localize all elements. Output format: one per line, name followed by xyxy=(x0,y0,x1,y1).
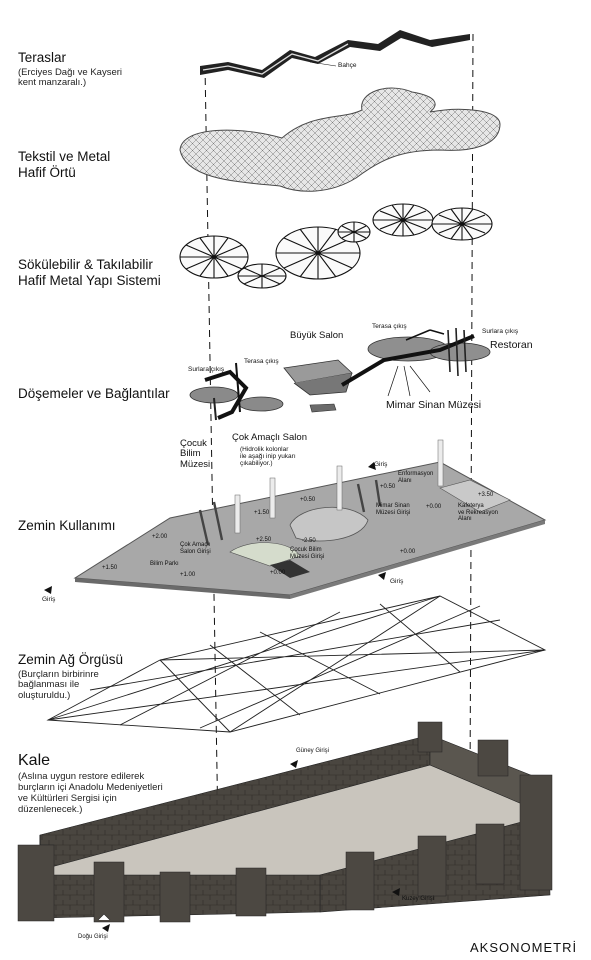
callout-dogu-girisi: Doğu Girişi xyxy=(78,934,108,940)
subtitle-line: (Erciyes Dağı ve Kayseri xyxy=(18,66,123,78)
subtitle-line: (Burçların birbirinre xyxy=(18,668,99,680)
callout-cok-amacli-girisi: Çok Amaçlı Salon Girişi xyxy=(180,542,211,555)
layer-zemin-kullanimi-title: Zemin Kullanımı xyxy=(18,518,116,533)
layer-kale: Kale (Aslına uygun restore edilerek burç… xyxy=(18,752,163,816)
callout-line: (Hidrolik kolonlar xyxy=(240,446,289,453)
callout-line: Alanı xyxy=(458,516,472,523)
elevation-label: +1.50 xyxy=(102,565,118,571)
elevation-label: +0.50 xyxy=(380,484,396,490)
callout-line: Salon Girişi xyxy=(180,548,211,555)
layer-sokulebilir: Sökülebilir & Takılabilir Hafif Metal Ya… xyxy=(18,257,161,288)
callout-line: çıkabiliyor.) xyxy=(240,460,273,468)
bahce-leader xyxy=(309,61,337,67)
callout-line: Enformasyon xyxy=(398,471,434,477)
callout-mimar-sinan-muzesi: Mimar Sinan Müzesi xyxy=(386,399,482,411)
entrance-arrows xyxy=(44,462,400,932)
callout-cocuk-bilim-muzesi: Çocuk Bilim Müzesi xyxy=(180,438,211,470)
callout-line: Çok Amaçlı xyxy=(180,542,211,548)
callout-line: Müzesi Girişi xyxy=(290,553,325,560)
callout-giris-left: Giriş xyxy=(42,596,56,603)
fabric-canopy xyxy=(179,87,501,192)
callout-line: Müzesi Girişi xyxy=(376,509,411,516)
callout-line: ve Rekreasyon xyxy=(458,509,499,516)
callout-terasa-cikis-left: Terasa çıkış xyxy=(244,358,279,365)
elevation-label: +2.50 xyxy=(256,537,272,543)
callout-line: Bilim xyxy=(180,448,201,460)
layer-teraslar: Teraslar (Erciyes Dağı ve Kayseri kent m… xyxy=(18,50,122,89)
elevation-label: +2.00 xyxy=(152,534,168,540)
layer-zemin-ag-subtitle: (Burçların birbirinre bağlanması ile olu… xyxy=(18,668,123,703)
layer-zemin-kullanimi: Zemin Kullanımı xyxy=(18,518,116,534)
geodesic-domes xyxy=(179,203,493,289)
callout-guney-girisi: Güney Girişi xyxy=(296,748,330,754)
callout-surlara-cikis-left: Surlara çıkış xyxy=(188,366,225,373)
ground-use-plate xyxy=(73,439,547,599)
elevation-label: +1.00 xyxy=(180,572,196,578)
callout-bahce: Bahçe xyxy=(338,62,357,69)
callout-line: ile aşağı inip yukarı xyxy=(240,453,296,461)
elevation-label: +3.50 xyxy=(478,492,494,498)
callout-line: Müzesi xyxy=(180,458,211,470)
subtitle-line: burçların içi Anadolu Medeniyetleri xyxy=(18,782,163,794)
callout-hidrolik: (Hidrolik kolonlar ile aşağı inip yukarı… xyxy=(240,446,296,467)
callout-kafeterya: Kafeterya ve Rekreasyon Alanı xyxy=(458,503,498,523)
callout-giris-top: Giriş xyxy=(374,461,388,468)
callout-enformasyon: Enformasyon Alanı xyxy=(398,471,433,484)
title-line: Hafif Metal Yapı Sistemi xyxy=(18,272,161,288)
callout-line: Çocuk Bilim xyxy=(290,547,322,553)
title-line: Sökülebilir & Takılabilir xyxy=(18,257,153,272)
elevation-label: -2.50 xyxy=(302,538,316,544)
footer-title: AKSONOMETRİ xyxy=(470,940,578,955)
callout-cocuk-bilim-girisi: Çocuk Bilim Müzesi Girişi xyxy=(290,547,324,560)
elevation-label: +0.50 xyxy=(300,497,316,503)
ground-net-grid xyxy=(46,595,547,733)
layer-teraslar-subtitle: (Erciyes Dağı ve Kayseri kent manzaralı.… xyxy=(18,66,123,90)
callout-line: Çocuk xyxy=(180,438,207,449)
elevation-label: +0.00 xyxy=(426,504,442,510)
callout-terasa-cikis-top: Terasa çıkış xyxy=(372,323,407,330)
callout-kuzey-girisi: Kuzey Girişi xyxy=(402,896,435,902)
alignment-dashed-lines xyxy=(204,33,474,831)
callout-cok-amacli-salon: Çok Amaçlı Salon xyxy=(232,432,307,443)
layer-zemin-ag: Zemin Ağ Örgüsü (Burçların birbirinre ba… xyxy=(18,652,123,702)
callout-bilim-parki: Bilim Parkı xyxy=(150,561,179,567)
callout-giris-bottom: Giriş xyxy=(390,578,404,585)
layer-dosemeler-title: Döşemeler ve Bağlantılar xyxy=(18,386,170,401)
callout-buyuk-salon: Büyük Salon xyxy=(290,330,344,341)
subtitle-line: düzenlenecek.) xyxy=(18,804,83,816)
elevation-label: +0.00 xyxy=(270,570,286,576)
layer-kale-title: Kale xyxy=(18,752,51,769)
layer-teraslar-title: Teraslar xyxy=(18,50,67,65)
castle-walls xyxy=(17,721,553,923)
layer-tekstil: Tekstil ve Metal Hafif Örtü xyxy=(18,149,110,180)
subtitle-line: bağlanması ile xyxy=(18,679,80,691)
layer-dosemeler: Döşemeler ve Bağlantılar xyxy=(18,386,170,402)
callout-restoran: Restoran xyxy=(490,339,533,351)
subtitle-line: ve Kültürleri Sergisi için xyxy=(18,793,117,805)
title-line: Hafif Örtü xyxy=(18,164,76,180)
callout-mimar-sinan-girisi: Mimar Sinan Müzesi Girişi xyxy=(376,503,410,516)
floor-slabs xyxy=(189,327,491,421)
layer-zemin-ag-title: Zemin Ağ Örgüsü xyxy=(18,652,124,667)
terrace-profile xyxy=(200,30,470,78)
callout-surlara-cikis-right: Surlara çıkış xyxy=(482,328,519,335)
subtitle-line: kent manzaralı.) xyxy=(18,77,87,89)
callout-line: Alanı xyxy=(398,477,412,484)
callout-line: Mimar Sinan xyxy=(376,503,410,509)
elevation-label: +1.50 xyxy=(254,510,270,516)
title-line: Tekstil ve Metal xyxy=(18,149,111,164)
layer-kale-subtitle: (Aslına uygun restore edilerek burçların… xyxy=(18,771,163,816)
subtitle-line: (Aslına uygun restore edilerek xyxy=(18,771,145,783)
elevation-label: +0.00 xyxy=(400,549,416,555)
subtitle-line: oluşturuldu.) xyxy=(18,690,71,702)
callout-line: Kafeterya xyxy=(458,503,484,509)
